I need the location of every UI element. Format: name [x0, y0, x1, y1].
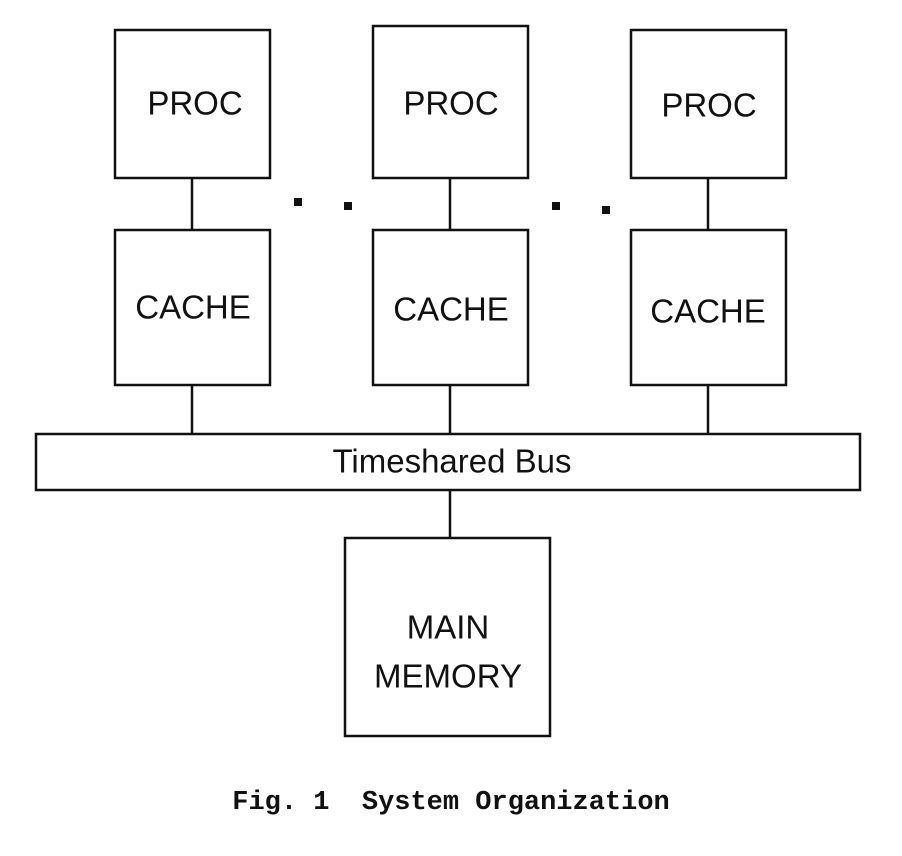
ellipsis-dot — [294, 198, 302, 206]
ellipsis-2 — [552, 202, 610, 214]
ellipsis-1 — [294, 198, 352, 210]
main-memory-node: MAIN MEMORY — [343, 536, 552, 738]
proc-label-1: PROC — [147, 85, 242, 122]
cache-node-2: CACHE — [371, 228, 530, 387]
proc-node-3: PROC — [629, 28, 788, 180]
bus-label: Timeshared Bus — [332, 443, 571, 480]
proc-label-2: PROC — [403, 85, 498, 122]
proc-node-1: PROC — [113, 28, 272, 180]
figure-caption: Fig. 1 System Organization — [232, 788, 670, 818]
proc-node-2: PROC — [371, 24, 530, 180]
memory-label-line2: MEMORY — [374, 658, 522, 695]
cache-node-1: CACHE — [113, 228, 272, 387]
cache-label-3: CACHE — [650, 293, 766, 330]
timeshared-bus: Timeshared Bus — [34, 432, 862, 492]
cache-node-3: CACHE — [629, 228, 788, 387]
proc-label-3: PROC — [661, 87, 756, 124]
ellipsis-dot — [344, 202, 352, 210]
ellipsis-dot — [552, 202, 560, 210]
cache-label-2: CACHE — [393, 291, 509, 328]
cache-label-1: CACHE — [135, 289, 251, 326]
ellipsis-dot — [602, 206, 610, 214]
memory-label-line1: MAIN — [407, 609, 490, 646]
